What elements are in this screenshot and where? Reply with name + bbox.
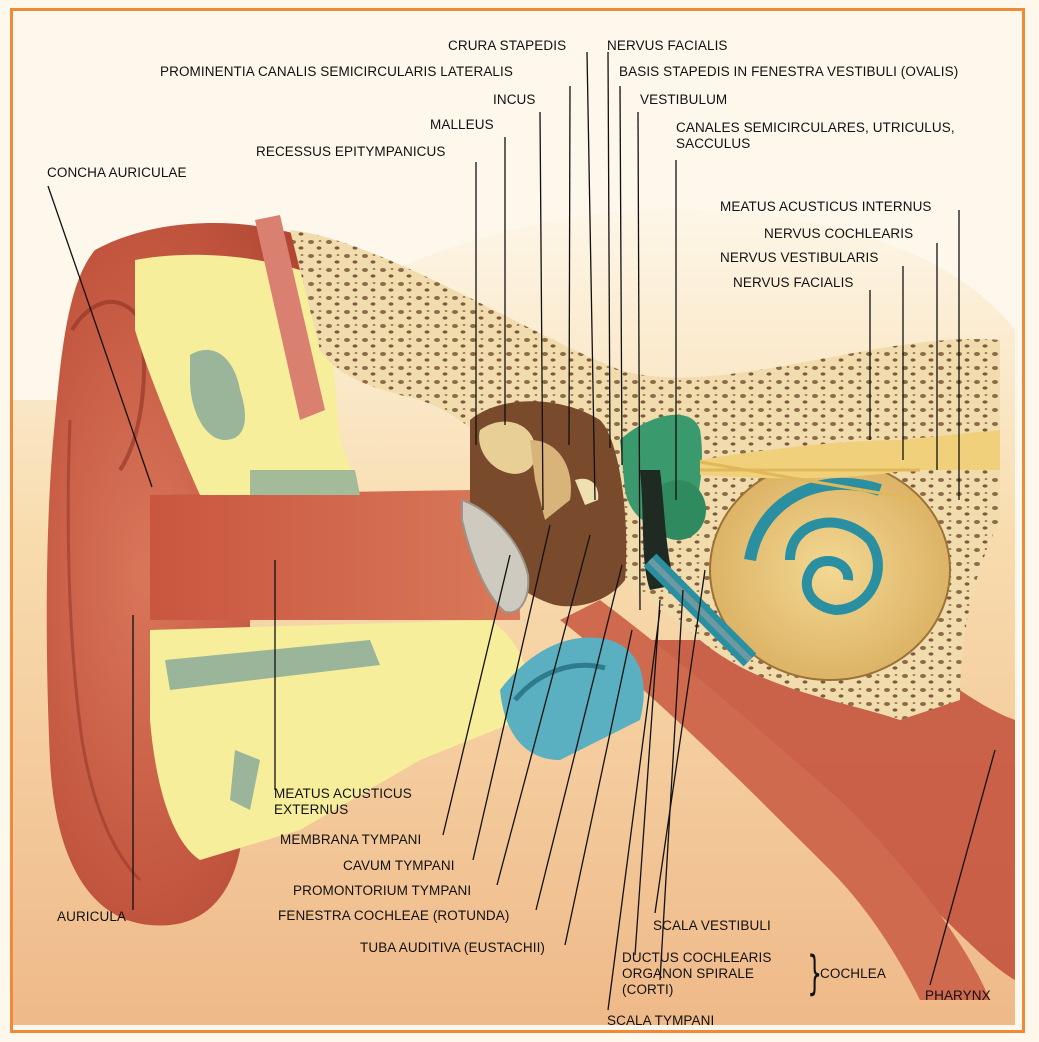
label-nervus-vestibularis: NERVUS VESTIBULARIS	[720, 250, 878, 265]
label-meatus-externus-line2: EXTERNUS	[274, 802, 348, 817]
label-prominentia: PROMINENTIA CANALIS SEMICIRCULARIS LATER…	[160, 64, 513, 79]
label-canales-line2: SACCULUS	[676, 136, 750, 151]
label-incus: INCUS	[493, 92, 536, 107]
label-ductus-cochlearis: DUCTUS COCHLEARIS	[622, 950, 771, 965]
label-cochlea: COCHLEA	[820, 966, 886, 981]
label-corti: (CORTI)	[622, 982, 673, 997]
label-scala-vestibuli: SCALA VESTIBULI	[653, 918, 771, 933]
label-cavum-tympani: CAVUM TYMPANI	[343, 858, 455, 873]
label-scala-tympani: SCALA TYMPANI	[607, 1013, 714, 1028]
label-vestibulum: VESTIBULUM	[640, 92, 727, 107]
label-meatus-externus-line1: MEATUS ACUSTICUS	[274, 786, 412, 801]
label-pharynx: PHARYNX	[925, 988, 991, 1003]
label-crura-stapedis: CRURA STAPEDIS	[448, 38, 566, 53]
label-concha: CONCHA AURICULAE	[47, 165, 187, 180]
label-auricula: AURICULA	[57, 909, 126, 924]
label-recessus: RECESSUS EPITYMPANICUS	[256, 144, 446, 159]
label-basis-stapedis: BASIS STAPEDIS IN FENESTRA VESTIBULI (OV…	[619, 64, 958, 79]
label-canales-line1: CANALES SEMICIRCULARES, UTRICULUS,	[676, 120, 955, 135]
label-nervus-facialis-top: NERVUS FACIALIS	[607, 38, 728, 53]
label-promontorium-tympani: PROMONTORIUM TYMPANI	[293, 883, 471, 898]
label-nervus-cochlearis: NERVUS COCHLEARIS	[764, 226, 913, 241]
label-fenestra-cochleae: FENESTRA COCHLEAE (ROTUNDA)	[278, 908, 509, 923]
label-organon-spirale: ORGANON SPIRALE	[622, 966, 754, 981]
label-tuba-auditiva: TUBA AUDITIVA (EUSTACHII)	[360, 940, 545, 955]
label-malleus: MALLEUS	[430, 117, 494, 132]
label-membrana-tympani: MEMBRANA TYMPANI	[280, 832, 421, 847]
label-nervus-facialis-right: NERVUS FACIALIS	[733, 275, 854, 290]
label-meatus-internus: MEATUS ACUSTICUS INTERNUS	[720, 199, 932, 214]
